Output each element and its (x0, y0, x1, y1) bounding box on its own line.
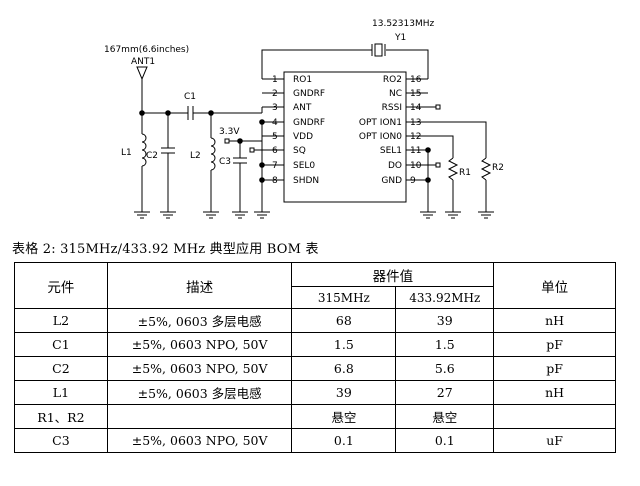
cell-unit: pF (493, 356, 616, 381)
antenna-ref-label: ANT1 (131, 57, 155, 67)
pin-number: 8 (272, 176, 278, 186)
cell-value-315: 6.8 (291, 356, 397, 381)
cell-description: ±5%, 0603 NPO, 50V (106, 356, 293, 381)
vdd-voltage-label: 3.3V (219, 127, 240, 137)
pin-name: RO2 (383, 75, 402, 85)
table-row: R1、R2 悬空 悬空 (14, 404, 616, 429)
cell-value-315: 悬空 (291, 404, 397, 429)
pin-name: ANT (293, 103, 312, 113)
cell-value-433: 0.1 (395, 428, 495, 453)
pin-name: GND (381, 176, 402, 186)
cell-unit: uF (493, 428, 616, 453)
cell-unit: pF (493, 332, 616, 357)
r1-ref-label: R1 (459, 168, 471, 178)
pin-number: 3 (272, 103, 278, 113)
l2-ref-label: L2 (190, 151, 201, 161)
pin-name: OPT ION0 (359, 132, 402, 142)
cell-value-315: 39 (291, 380, 397, 405)
pin-name: RSSI (382, 103, 402, 113)
header-description: 描述 (106, 262, 293, 309)
pin-number: 16 (410, 75, 422, 85)
cell-component: C1 (14, 332, 108, 357)
header-unit: 单位 (493, 262, 616, 309)
pin-name: SQ (293, 146, 306, 156)
table-row: C1 ±5%, 0603 NPO, 50V 1.5 1.5 pF (14, 332, 616, 357)
crystal-ref-label: Y1 (394, 33, 406, 43)
pin-number: 6 (272, 146, 278, 156)
cell-value-433: 悬空 (395, 404, 495, 429)
c1-ref-label: C1 (184, 92, 196, 102)
header-freq-315: 315MHz (291, 286, 397, 309)
table-header-row: 元件 描述 器件值 单位 (14, 262, 616, 309)
cell-unit (493, 404, 616, 429)
cell-value-433: 27 (395, 380, 495, 405)
pin-name: GNDRF (293, 89, 325, 99)
cell-component: L1 (14, 380, 108, 405)
l1-ref-label: L1 (121, 148, 132, 158)
pin-name: OPT ION1 (359, 118, 402, 128)
pin-name: VDD (293, 132, 313, 142)
pin-name: DO (388, 161, 402, 171)
cell-component: R1、R2 (14, 404, 108, 429)
cell-value-433: 39 (395, 308, 495, 333)
antenna-length-label: 167mm(6.6inches) (104, 45, 189, 55)
pin-number: 11 (410, 146, 421, 156)
table-row: L1 ±5%, 0603 多层电感 39 27 nH (14, 380, 616, 405)
pin-number: 5 (272, 132, 278, 142)
cell-component: L2 (14, 308, 108, 333)
crystal-frequency-label: 13.52313MHz (372, 19, 434, 29)
pin-number: 4 (272, 118, 278, 128)
ic-body (283, 71, 407, 203)
pin-number: 12 (410, 132, 421, 142)
pin-number: 2 (272, 89, 278, 99)
header-value: 器件值 (291, 262, 495, 287)
cell-value-433: 1.5 (395, 332, 495, 357)
pin-number: 7 (272, 161, 278, 171)
pin-number: 1 (272, 75, 278, 85)
pin-number: 15 (410, 89, 421, 99)
cell-value-433: 5.6 (395, 356, 495, 381)
pin-number: 14 (410, 103, 422, 113)
pin-name: RO1 (293, 75, 312, 85)
pin-name: SHDN (293, 176, 319, 186)
cell-unit: nH (493, 308, 616, 333)
table-row: C2 ±5%, 0603 NPO, 50V 6.8 5.6 pF (14, 356, 616, 381)
pin-number: 9 (410, 176, 416, 186)
pin-name: SEL0 (293, 161, 315, 171)
pin-number: 10 (410, 161, 422, 171)
cell-value-315: 0.1 (291, 428, 397, 453)
pin-number: 13 (410, 118, 421, 128)
cell-component: C3 (14, 428, 108, 453)
cell-component: C2 (14, 356, 108, 381)
cell-description (106, 404, 293, 429)
table-caption: 表格 2: 315MHz/433.92 MHz 典型应用 BOM 表 (12, 242, 319, 257)
pin-name: GNDRF (293, 118, 325, 128)
cell-unit: nH (493, 380, 616, 405)
cell-description: ±5%, 0603 NPO, 50V (106, 332, 293, 357)
c3-ref-label: C3 (219, 157, 231, 167)
header-freq-433: 433.92MHz (395, 286, 495, 309)
cell-description: ±5%, 0603 多层电感 (106, 308, 293, 333)
cell-value-315: 1.5 (291, 332, 397, 357)
cell-description: ±5%, 0603 多层电感 (106, 380, 293, 405)
cell-value-315: 68 (291, 308, 397, 333)
table-row: C3 ±5%, 0603 NPO, 50V 0.1 0.1 uF (14, 428, 616, 453)
schematic-diagram: 13.52313MHz Y1 167mm(6.6inches) ANT1 C1 … (104, 19, 504, 219)
r2-ref-label: R2 (492, 163, 504, 173)
bom-table: 元件 描述 器件值 单位 315MHz 433.92MHz L2 ±5%, 06… (14, 262, 616, 453)
c2-ref-label: C2 (146, 151, 158, 161)
header-component: 元件 (14, 262, 108, 309)
pin-name: NC (389, 89, 402, 99)
table-row: L2 ±5%, 0603 多层电感 68 39 nH (14, 308, 616, 333)
cell-description: ±5%, 0603 NPO, 50V (106, 428, 293, 453)
pin-name: SEL1 (380, 146, 402, 156)
